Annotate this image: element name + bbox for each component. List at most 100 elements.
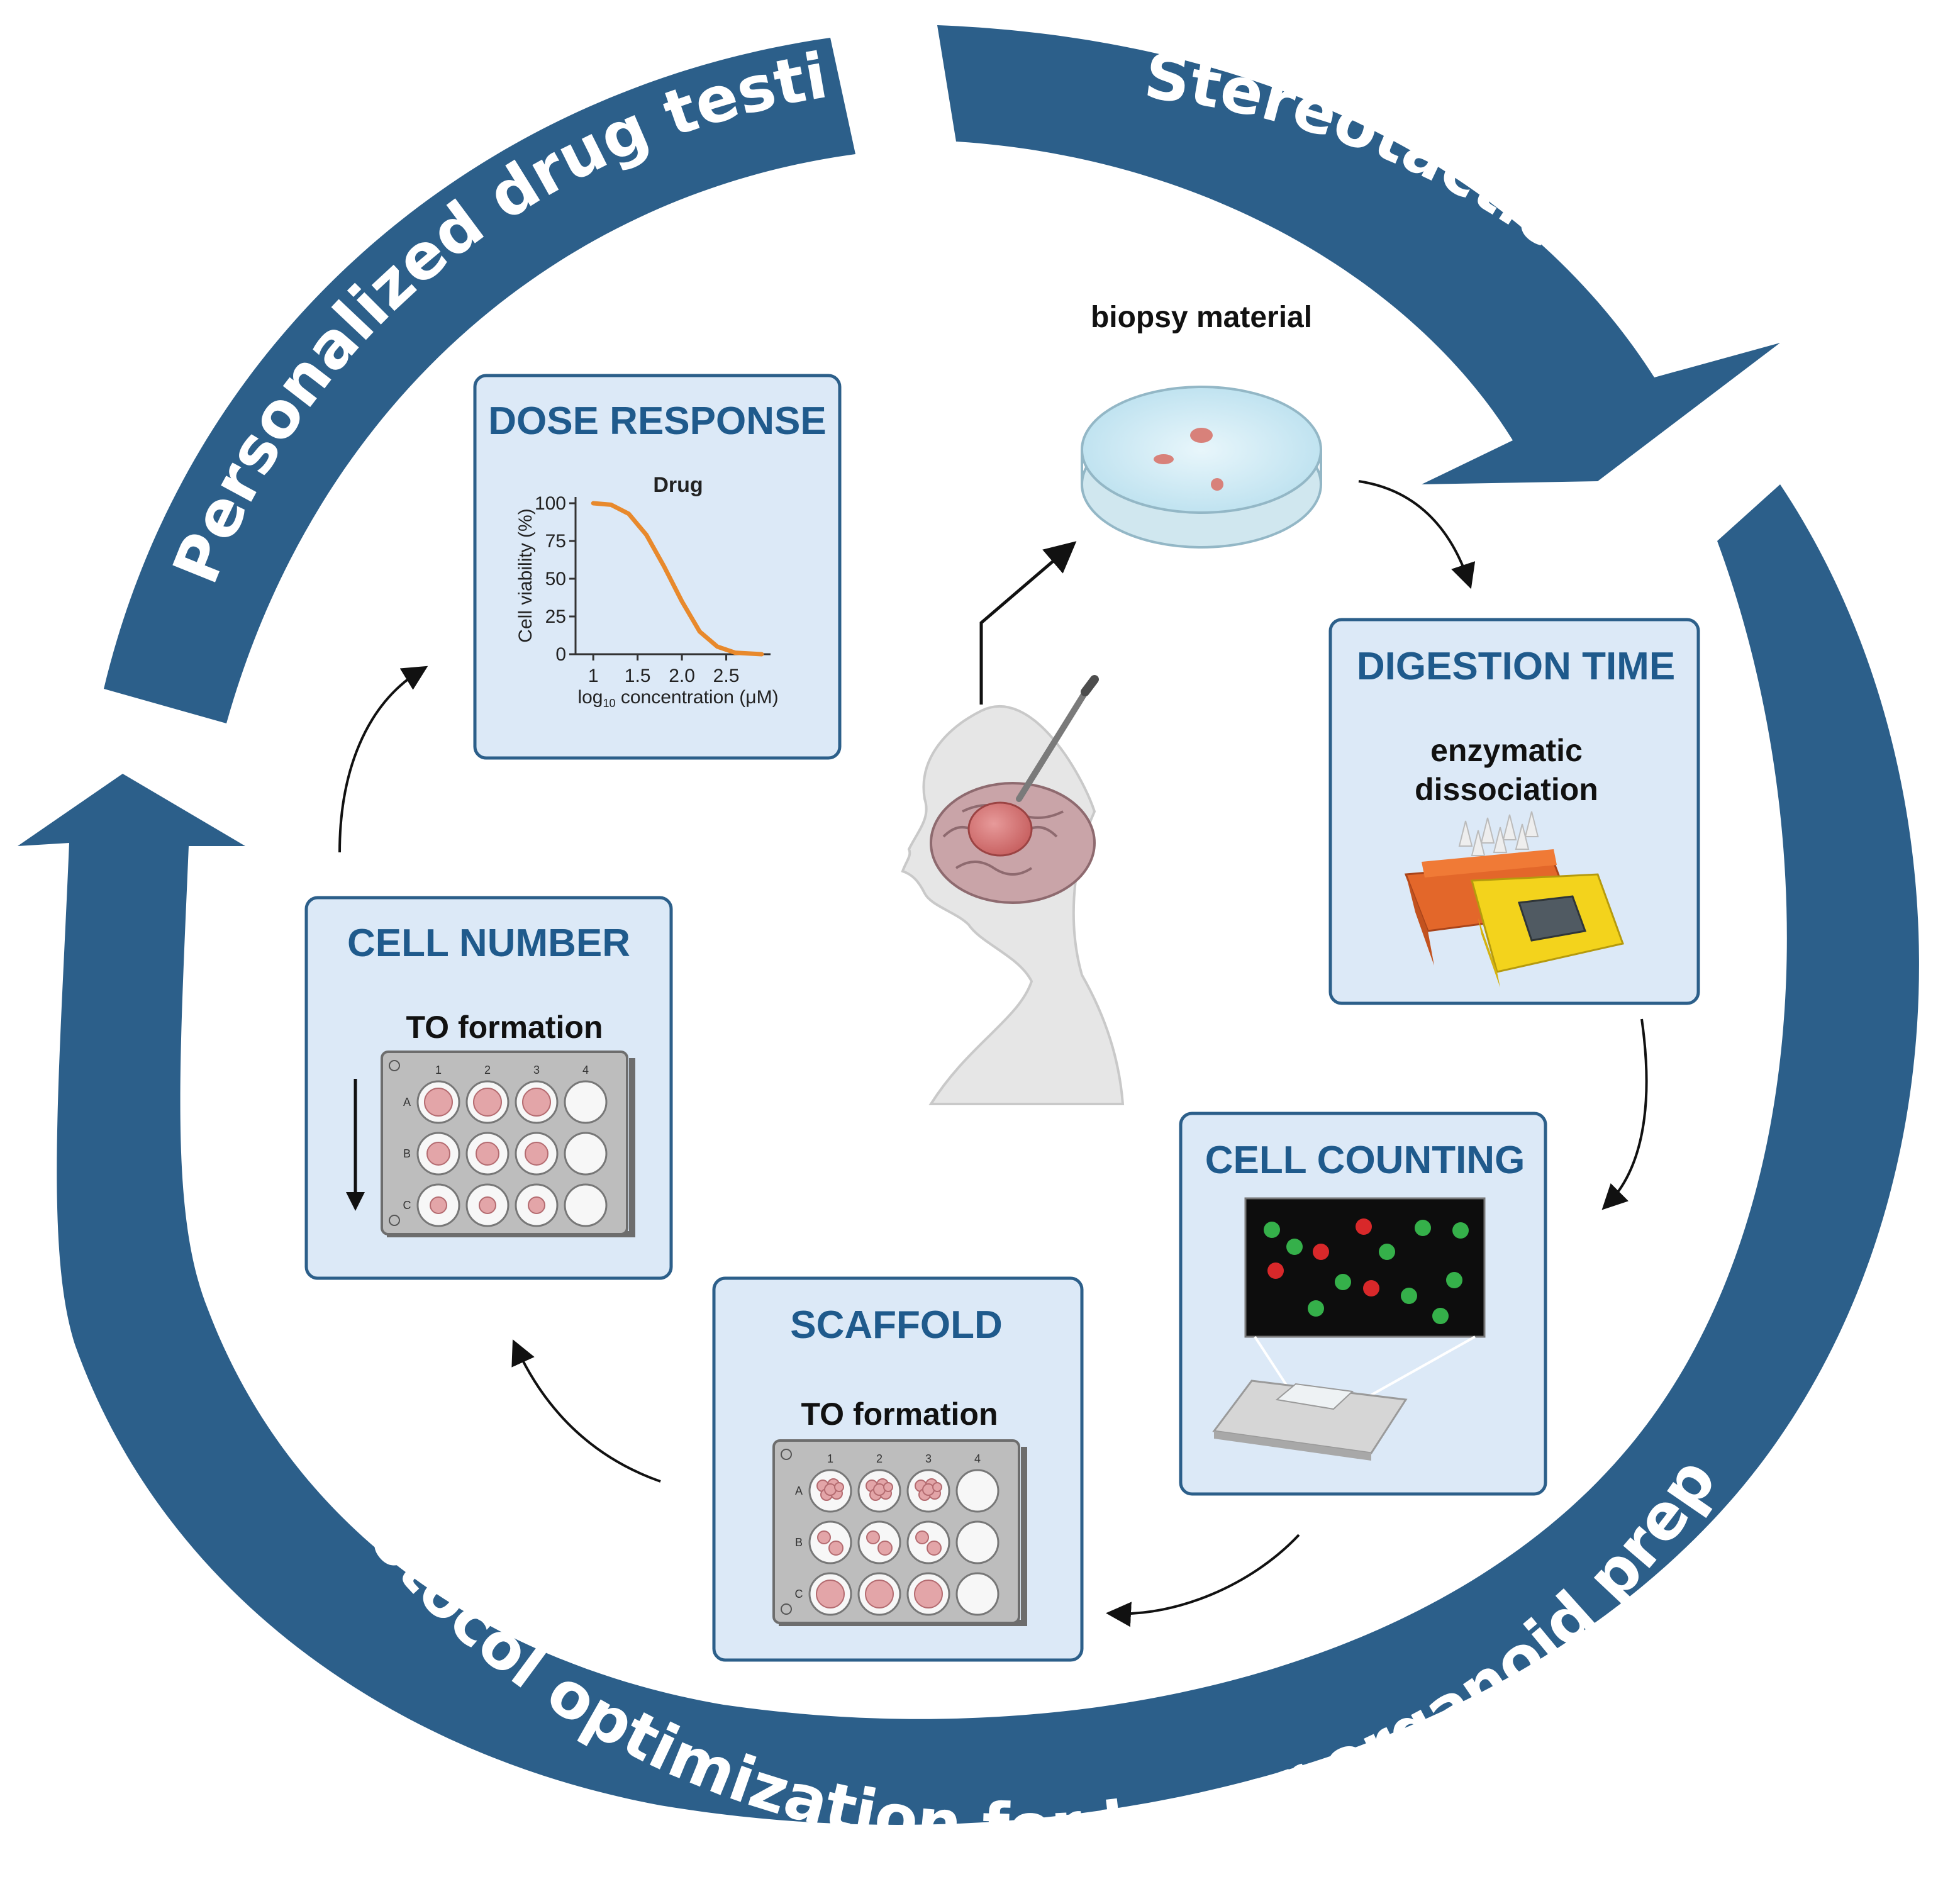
biopsy-needle [1016, 679, 1094, 802]
tumor [967, 801, 1033, 857]
organoid [873, 1483, 886, 1496]
organoid [828, 1541, 844, 1556]
dose-response-curve [591, 501, 764, 657]
y-axis-label: Cell viability (%) [515, 508, 536, 642]
organoid [816, 1580, 845, 1608]
tissue-piece [1190, 428, 1213, 443]
organoid [922, 1483, 935, 1496]
counting-slide [1212, 1380, 1408, 1461]
step-digestion-time: DIGESTION TIME enzymatic dissociation [1328, 618, 1700, 1005]
y-tick-label: 50 [545, 569, 566, 589]
thermomixer-icon [1404, 811, 1624, 988]
y-tick-label: 0 [555, 644, 566, 665]
counted-cells [1264, 1218, 1469, 1324]
x-tick-label: 2.0 [669, 666, 695, 686]
plate-well [564, 1183, 608, 1227]
head-brain-illustration [901, 541, 1125, 1105]
organoid [834, 1482, 844, 1492]
petri-dish: biopsy material [1081, 301, 1322, 549]
ring-band-biopsy [937, 25, 1780, 484]
x-tick-label: 1 [588, 666, 599, 686]
arrow-to-dish [979, 541, 1077, 705]
plate-well [857, 1520, 901, 1564]
cell-counting-title: CELL COUNTING [1205, 1139, 1525, 1182]
step-scaffold: SCAFFOLD TO formation 1 2 3 4A B C [712, 1276, 1084, 1662]
plate-row-label: C [403, 1199, 411, 1212]
x-axis-label: log10 concentration (μM) [577, 687, 778, 710]
organoid [932, 1482, 942, 1492]
plate-well [564, 1080, 608, 1124]
organoid [528, 1196, 545, 1214]
ring-band-personalized [104, 38, 855, 723]
dose-response-chart: Drug Cell viability (%) log10 concentrat… [515, 473, 779, 710]
plate-row-label: C [795, 1588, 803, 1600]
organoid [883, 1482, 893, 1492]
x-tick-label: 1.5 [625, 666, 651, 686]
plate-row-label: B [403, 1147, 411, 1160]
plate-column-label: 3 [925, 1452, 932, 1465]
step-dose-response: DOSE RESPONSE Drug Cell viability (%) lo… [473, 374, 842, 760]
plate-row-label: A [795, 1485, 803, 1497]
plate-well [955, 1469, 999, 1513]
tissue-piece [1154, 454, 1174, 464]
plate-well [955, 1572, 999, 1616]
x-tick-label: 2.5 [713, 666, 740, 686]
arrow-digestion-to-counting [1601, 1018, 1648, 1210]
organoid [430, 1196, 447, 1214]
head-silhouette [901, 705, 1125, 1105]
chart-title: Drug [653, 473, 703, 497]
step-cell-number: CELL NUMBER TO formation 1 2 3 4A B C [304, 896, 673, 1280]
needle-tip [1081, 675, 1099, 696]
plate-column-label: 3 [533, 1064, 540, 1076]
organoid [865, 1580, 894, 1608]
plate-row-label: B [795, 1536, 803, 1549]
organoid [817, 1530, 831, 1544]
digestion-title: DIGESTION TIME [1357, 645, 1675, 688]
organoid [473, 1088, 502, 1117]
biopsy-material-label: biopsy material [1091, 301, 1312, 334]
y-tick-label: 25 [545, 606, 566, 627]
organoid [914, 1580, 943, 1608]
well-plate-scaffold: 1 2 3 4A B C [772, 1439, 1027, 1626]
step-cell-counting: CELL COUNTING [1179, 1112, 1547, 1496]
scaffold-title: SCAFFOLD [790, 1303, 1003, 1347]
organoid [522, 1088, 551, 1117]
plate-column-label: 2 [876, 1452, 883, 1465]
arrow-scaffold-to-number [511, 1339, 661, 1483]
organoid [877, 1541, 893, 1556]
plate-column-label: 1 [435, 1064, 442, 1076]
cell-number-subtitle: TO formation [406, 1010, 603, 1045]
digestion-sub1: enzymatic [1430, 733, 1583, 768]
plate-column-label: 4 [974, 1452, 981, 1465]
organoid [424, 1088, 453, 1117]
tissue-piece [1211, 478, 1223, 491]
organoid [866, 1530, 880, 1544]
plate-well [906, 1520, 950, 1564]
scaffold-subtitle: TO formation [801, 1396, 998, 1432]
organoid [824, 1483, 837, 1496]
organoid [927, 1541, 942, 1556]
well-plate-cell-number: 1 2 3 4A B C [381, 1051, 635, 1237]
organoid [426, 1142, 450, 1166]
organoid [525, 1142, 548, 1166]
plate-row-label: A [403, 1096, 411, 1108]
plate-well [808, 1520, 852, 1564]
plate-column-label: 1 [827, 1452, 833, 1465]
cycle-ring [18, 25, 1919, 1825]
plate-column-label: 4 [582, 1064, 589, 1076]
cell-number-title: CELL NUMBER [347, 922, 630, 965]
arrow-counting-to-scaffold [1106, 1534, 1300, 1627]
dose-response-title: DOSE RESPONSE [488, 399, 826, 443]
digestion-sub2: dissociation [1415, 772, 1598, 807]
plate-well [955, 1520, 999, 1564]
plate-column-label: 2 [484, 1064, 491, 1076]
arrow-number-to-dose [338, 666, 428, 853]
plate-well [564, 1132, 608, 1176]
organoid [476, 1142, 499, 1166]
y-tick-label: 100 [535, 493, 566, 514]
organoid [915, 1530, 929, 1544]
arrow-dish-to-digestion [1358, 480, 1476, 589]
organoid [479, 1196, 496, 1214]
y-tick-label: 75 [545, 531, 566, 552]
